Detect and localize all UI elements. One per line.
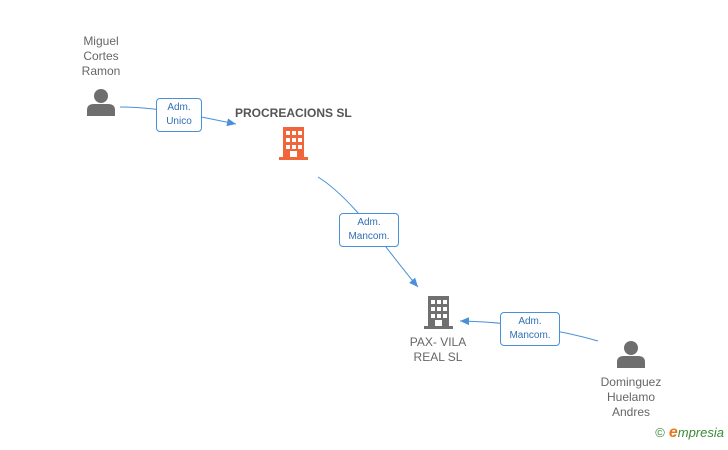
person-name-dominguez[interactable]: Dominguez Huelamo Andres: [600, 375, 662, 419]
company-name-procreacions[interactable]: PROCREACIONS SL: [235, 106, 352, 120]
edge-label-adm-mancom: Adm. Mancom.: [500, 312, 560, 346]
brand-logo: ©empresia: [655, 424, 724, 442]
brand-initial: e: [668, 424, 678, 441]
copyright-symbol: ©: [655, 425, 665, 440]
brand-name: mpresia: [677, 425, 724, 440]
company-name-paxvila[interactable]: PAX- VILA REAL SL: [409, 335, 467, 364]
edge-label-adm-unico: Adm. Unico: [156, 98, 202, 132]
edge-label-adm-mancom: Adm. Mancom.: [339, 213, 399, 247]
person-icon[interactable]: [617, 341, 645, 368]
person-name-miguel[interactable]: Miguel Cortes Ramon: [81, 34, 121, 78]
person-icon[interactable]: [87, 89, 115, 116]
building-icon[interactable]: [279, 127, 308, 160]
building-icon[interactable]: [424, 296, 453, 329]
